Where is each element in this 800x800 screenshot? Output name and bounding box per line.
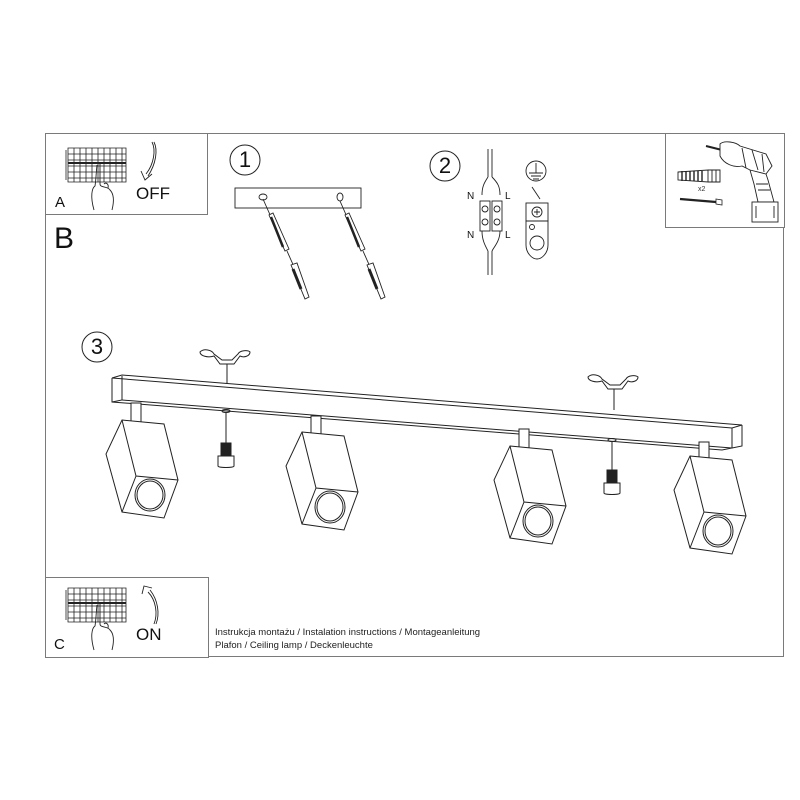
arrow-down-icon (140, 141, 157, 181)
panel-b-letter: B (54, 222, 75, 255)
step-number-circle (229, 144, 261, 176)
document-caption: Instrukcja montażu / Instalation instruc… (215, 627, 480, 652)
wire-label-n-top: N (467, 191, 475, 202)
terminal-block-icon (479, 149, 549, 275)
switch-off-label: OFF (136, 184, 170, 203)
step-number-circle (429, 150, 461, 182)
step-2: 2 N L N L (428, 147, 568, 277)
screw-icon (679, 197, 723, 206)
caption-line-product: Plafon / Ceiling lamp / Deckenleuchte (215, 639, 373, 651)
step-2-number: 2 (438, 153, 452, 178)
step-1-number: 1 (238, 147, 252, 172)
panel-a-power-off: OFF A (45, 133, 208, 215)
wire-label-n-bottom: N (467, 230, 475, 241)
panel-a-letter: A (55, 194, 66, 211)
instruction-frame (45, 133, 784, 657)
wire-label-l-top: L (505, 191, 511, 202)
panel-c-power-on: ON C (45, 577, 209, 658)
step-3-number: 3 (90, 334, 104, 359)
step-1: 1 (225, 143, 386, 303)
step-number-circle (81, 331, 113, 363)
step-3: 3 (80, 330, 760, 560)
wire-label-l-bottom: L (505, 230, 511, 241)
spotlight-2 (285, 415, 359, 531)
caption-line-instructions: Instrukcja montażu / Instalation instruc… (215, 627, 481, 638)
lamp-assembly-diagram (105, 349, 747, 555)
spotlight-4 (673, 441, 747, 555)
spotlight-3 (493, 428, 567, 545)
spotlight-1 (105, 402, 179, 519)
wall-plug-icon (677, 169, 721, 183)
panel-c-letter: C (54, 636, 65, 653)
breaker-panel-icon (65, 587, 127, 651)
tools-required-box: x2 (665, 133, 785, 228)
switch-on-label: ON (136, 625, 162, 644)
drill-icon (705, 141, 779, 223)
mounting-plate-icon (234, 187, 386, 300)
breaker-panel-icon (65, 147, 127, 211)
quantity-label: x2 (698, 186, 706, 193)
arrow-up-icon (141, 585, 159, 625)
